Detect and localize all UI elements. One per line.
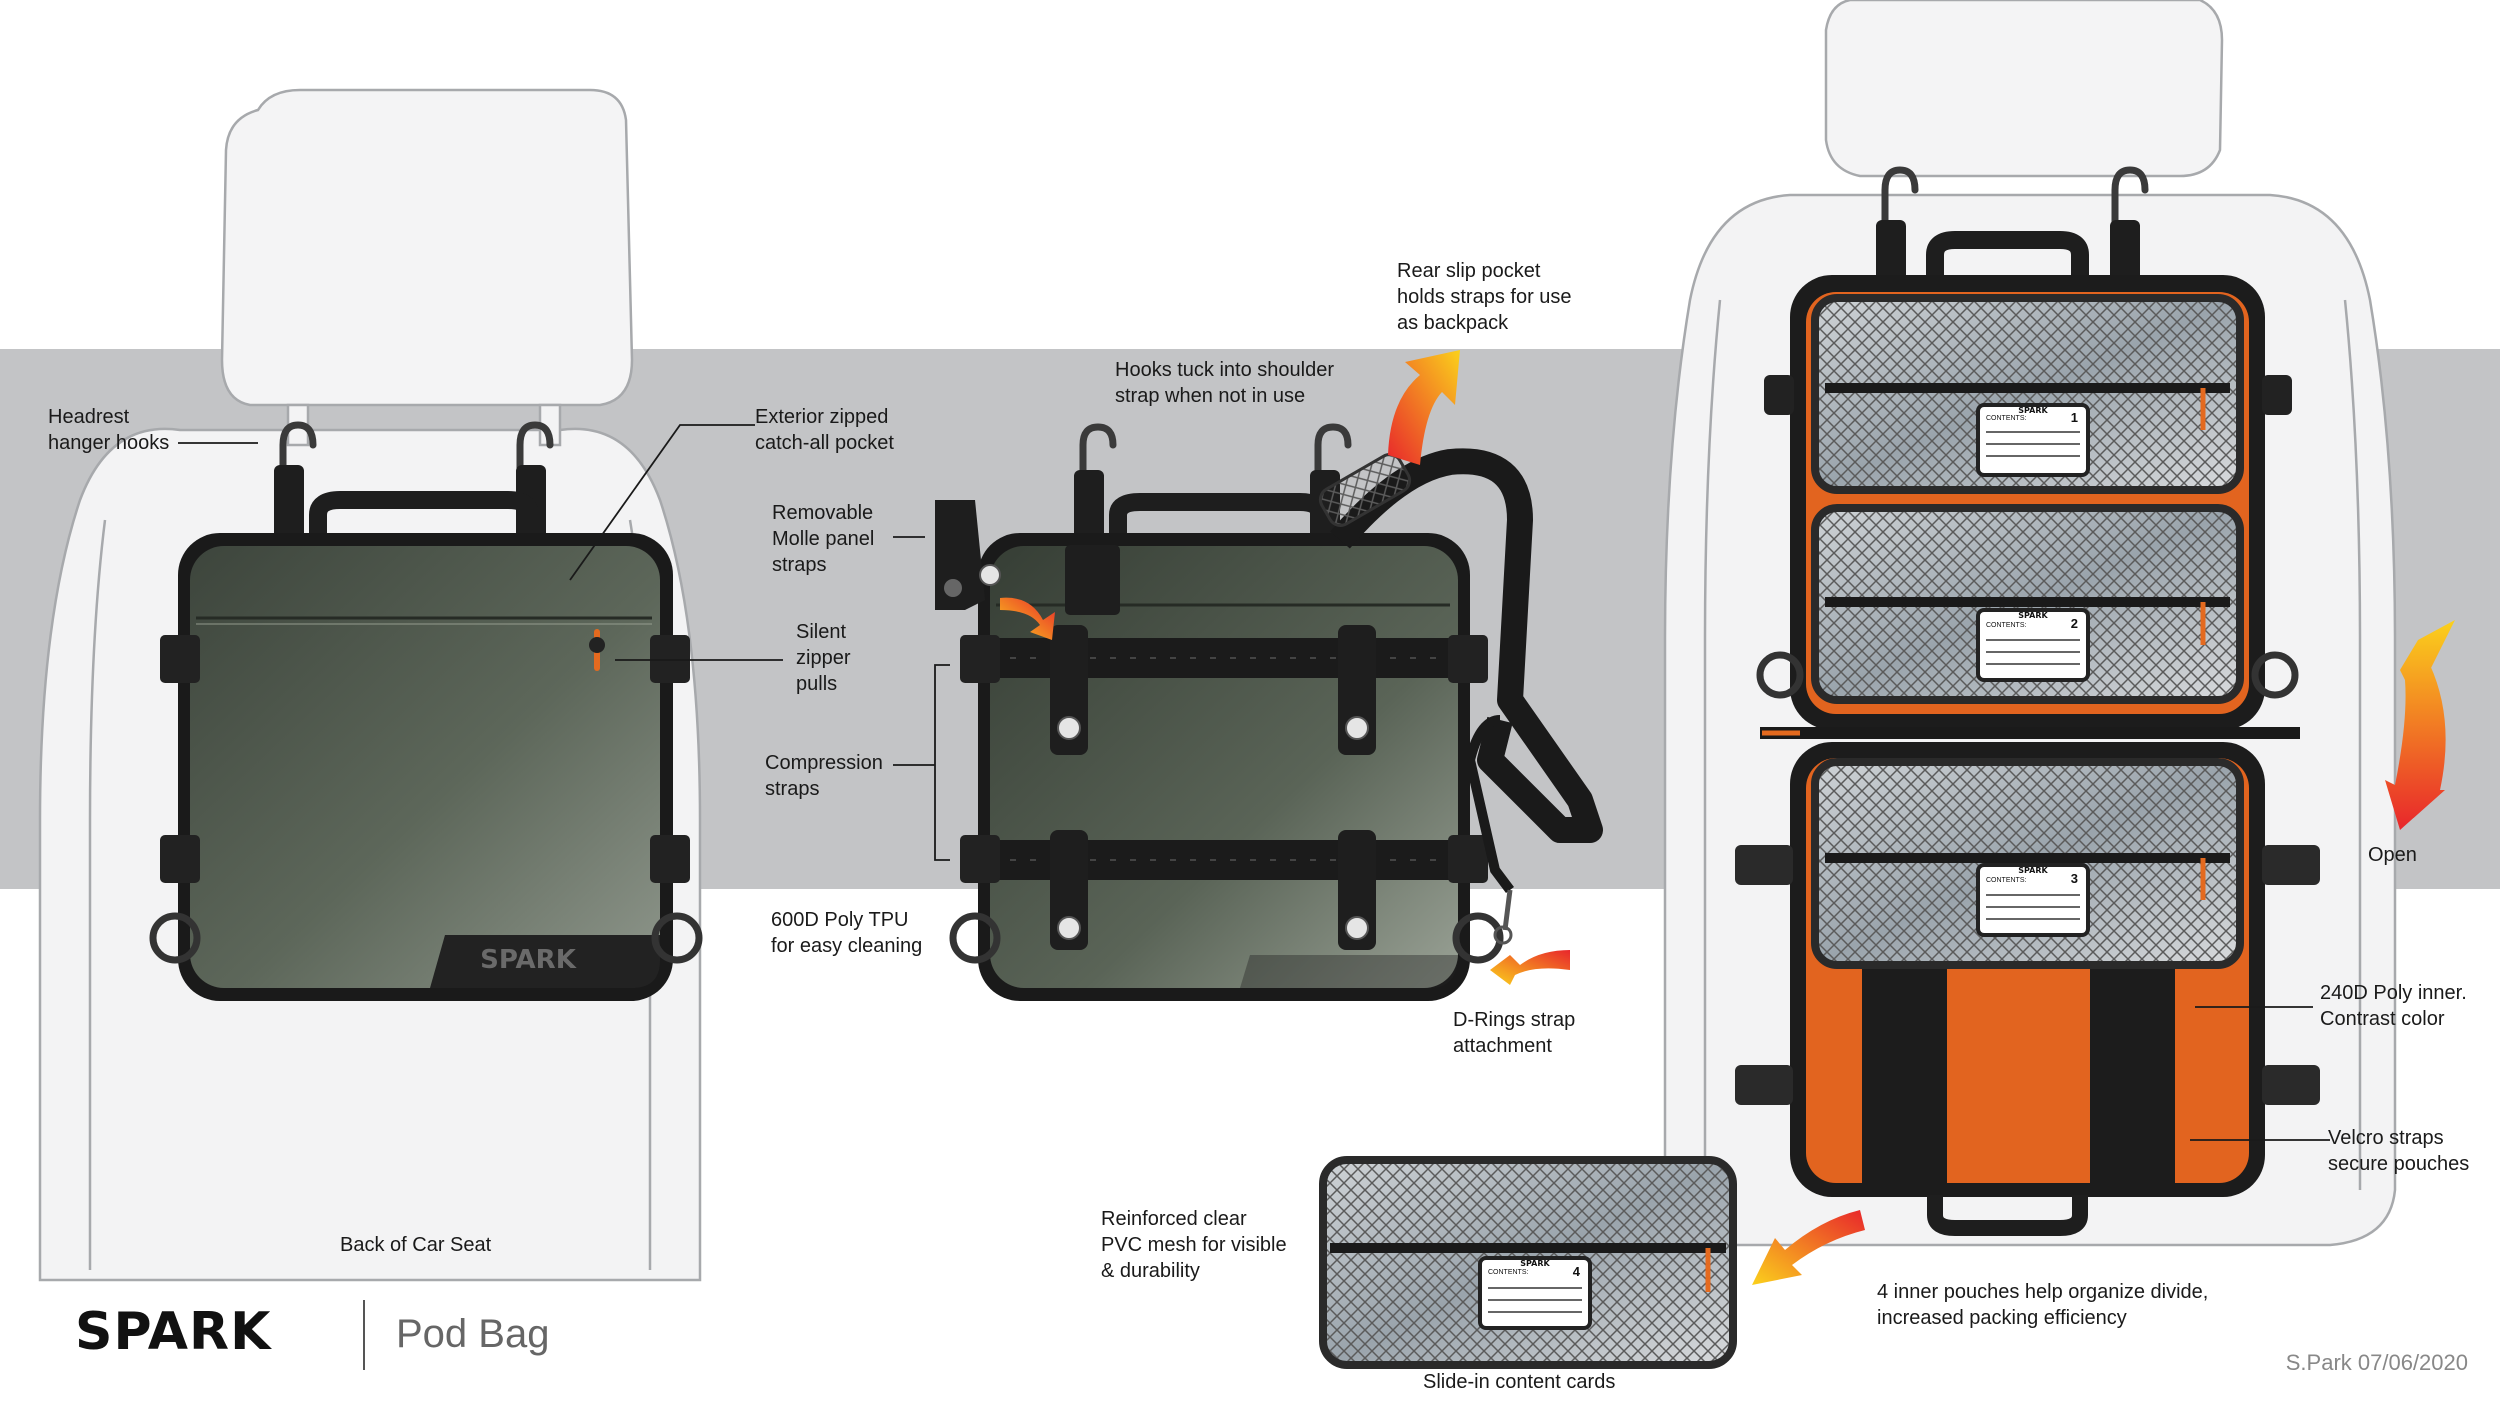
callout-open: Open [2368, 844, 2417, 866]
product-name: Pod Bag [396, 1312, 550, 1356]
svg-text:CONTENTS:: CONTENTS: [1488, 1269, 1529, 1276]
pouch-1 [1811, 294, 2244, 494]
callout-inner-poly: 240D Poly inner.Contrast color [2320, 982, 2467, 1030]
svg-text:SPARK: SPARK [2018, 611, 2048, 620]
svg-text:1: 1 [2071, 410, 2078, 425]
svg-text:CONTENTS:: CONTENTS: [1986, 415, 2027, 422]
svg-text:CONTENTS:: CONTENTS: [1986, 622, 2027, 629]
svg-text:3: 3 [2071, 871, 2078, 886]
arrow-rear-pocket [1388, 350, 1460, 465]
content-card-3: CONTENTS: SPARK 3 [1976, 863, 2090, 937]
callout-car-seat: Back of Car Seat [340, 1234, 492, 1256]
backpack-view [935, 423, 1603, 1001]
arrow-molle [1000, 597, 1055, 640]
content-card-2: CONTENTS: SPARK 2 [1976, 608, 2090, 682]
headrest-hook-left-a [279, 421, 554, 474]
pouch-2 [1811, 504, 2244, 704]
bag-logo-closed: SPARK [480, 945, 577, 975]
bag-handle-bottom [1927, 1195, 2088, 1236]
leader-lines [178, 424, 2330, 1141]
footer-divider [363, 1300, 365, 1370]
main-zipper [1760, 727, 2300, 739]
svg-text:SPARK: SPARK [1520, 1259, 1550, 1268]
closed-bag-front: SPARK [149, 533, 703, 1001]
content-card-4: CONTENTS: SPARK 4 [1478, 1256, 1592, 1330]
content-card-1: CONTENTS: SPARK 1 [1976, 403, 2090, 477]
callout-content-cards: Slide-in content cards [1423, 1371, 1616, 1393]
svg-text:4: 4 [1573, 1264, 1581, 1279]
svg-text:SPARK: SPARK [2018, 406, 2048, 415]
designer-signature: S.Park 07/06/2020 [2285, 1350, 2468, 1375]
svg-text:2: 2 [2071, 616, 2078, 631]
svg-text:SPARK: SPARK [2018, 866, 2048, 875]
bag-handle-right [1926, 231, 2089, 295]
arrow-open [2385, 620, 2455, 830]
callout-pouches: 4 inner pouches help organize divide,inc… [1877, 1281, 2209, 1329]
arrow-pouch [1752, 1210, 1865, 1285]
bag-handle-left [309, 491, 539, 535]
brand-logo: SPARK [75, 1302, 272, 1362]
arrow-d-ring [1490, 950, 1570, 985]
svg-text:CONTENTS:: CONTENTS: [1986, 877, 2027, 884]
